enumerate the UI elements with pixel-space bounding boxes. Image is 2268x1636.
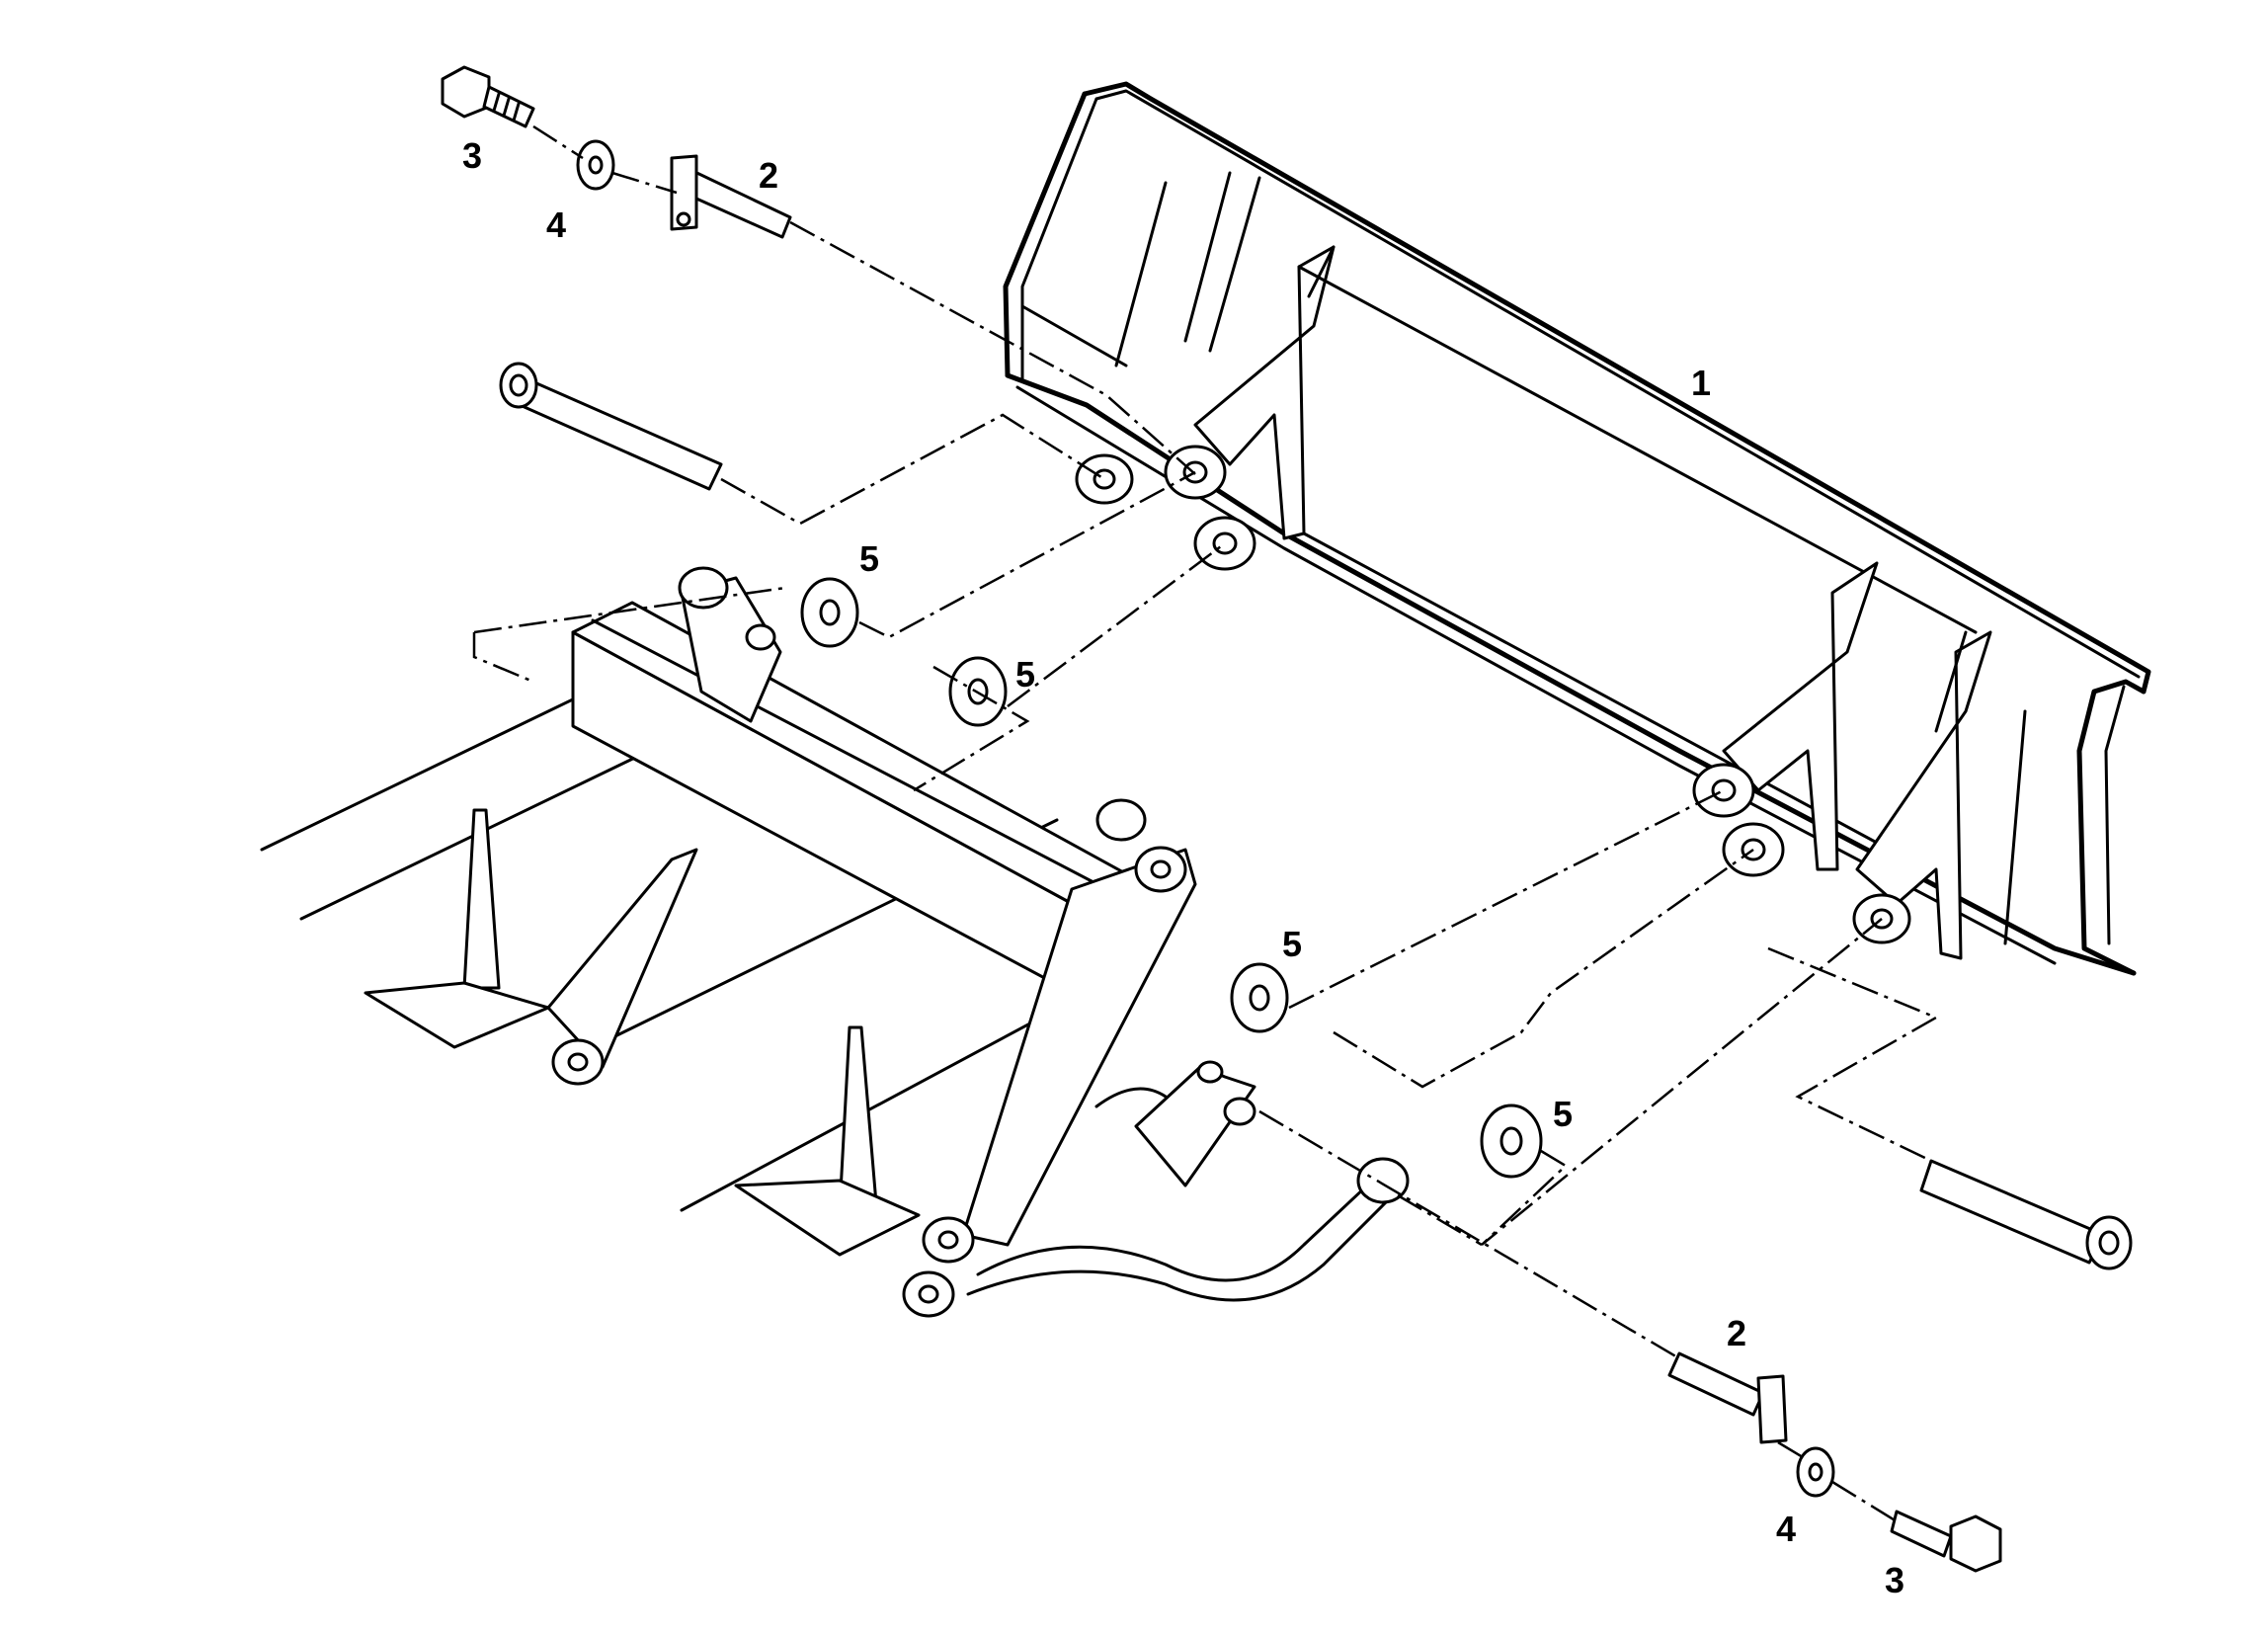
callout-pin-lower: 2: [1727, 1313, 1746, 1353]
callout-spacer-b: 5: [1015, 654, 1035, 695]
callout-spacer-d: 5: [1553, 1094, 1573, 1134]
callout-bolt-lower: 3: [1885, 1560, 1904, 1600]
callout-bucket: 1: [1691, 363, 1711, 403]
washer-upper: [576, 139, 615, 191]
spacer-d: [1480, 1104, 1543, 1179]
callout-spacer-a: 5: [859, 538, 879, 579]
washer-lower: [1796, 1446, 1835, 1498]
callout-bolt-upper: 3: [462, 135, 482, 176]
spacer-a: [800, 577, 859, 648]
bucket: [1003, 81, 2151, 976]
bolt-upper: [441, 65, 535, 128]
assembly-lines: [472, 124, 1939, 1523]
callout-washer-upper: 4: [546, 204, 566, 245]
callout-washer-lower: 4: [1776, 1509, 1796, 1549]
callouts: 1 2 3 4 5 5 5 5 2 4 3: [462, 135, 1904, 1600]
long-pin-right: [1919, 1159, 2133, 1270]
spacer-c: [1230, 962, 1289, 1033]
loader-frame: [260, 566, 1410, 1318]
long-pin-left: [499, 362, 723, 491]
pin-lower: [1667, 1351, 1788, 1444]
bolt-lower: [1890, 1510, 2002, 1573]
callout-spacer-c: 5: [1282, 924, 1302, 964]
callout-pin-upper: 2: [759, 155, 778, 196]
pin-upper: [670, 154, 792, 239]
